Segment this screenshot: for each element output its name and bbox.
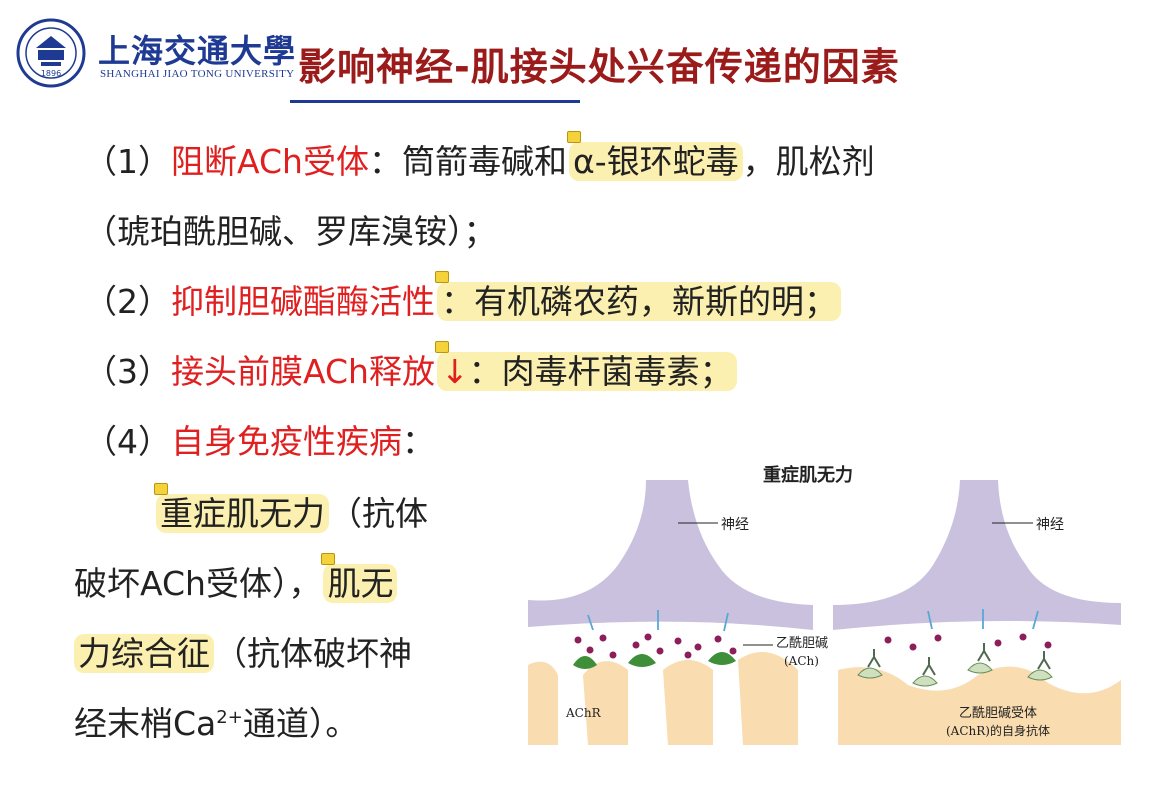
item-1-text-b: ，肌松剂 (742, 142, 875, 181)
item-4-number: （4） (84, 422, 171, 461)
item-4-paren-a: （抗体 (329, 494, 428, 533)
achr-receptors (573, 652, 736, 669)
comment-note-icon[interactable] (435, 271, 449, 283)
seal-year: 1896 (41, 69, 61, 78)
nerve-terminal-left (528, 480, 813, 630)
title-underline (290, 100, 580, 103)
antibody-label-2: (AChR)的自身抗体 (946, 723, 1050, 738)
item-1-colon: ： (368, 142, 402, 181)
item-4-lems-paren-c: 通道）。 (242, 704, 359, 743)
nerve-right-label: 神经 (1036, 517, 1064, 533)
myasthenia-gravis-figure: 重症肌无力 神经 神经 AChR (528, 455, 1121, 745)
item-1-line-2: （琥珀酰胆碱、罗库溴铵）； (84, 212, 497, 251)
item-2-highlight: ：有机磷农药，新斯的明； (437, 282, 841, 321)
lems-highlight-b: 力综合征 (74, 634, 214, 673)
item-1-highlight: α-银环蛇毒 (568, 142, 743, 181)
item-1-number: （1） (84, 142, 171, 181)
comment-note-icon[interactable] (566, 131, 581, 143)
ach-molecules (574, 633, 1052, 659)
item-3-number: （3） (84, 352, 171, 391)
muscle-fold-left-2 (583, 661, 628, 745)
item-4-line-3: 力综合征（抗体破坏神 (74, 627, 412, 675)
item-4-lems-paren-a: （抗体破坏神 (214, 634, 412, 673)
comment-note-icon[interactable] (434, 341, 449, 353)
item-1-label: 阻断ACh受体 (171, 142, 369, 181)
lems-highlight-a: 肌无 (323, 564, 398, 603)
item-4: （4）自身免疫性疾病： (84, 415, 435, 463)
ach-label: 乙酰胆碱 (776, 636, 828, 651)
achr-label: AChR (565, 706, 602, 720)
comment-note-icon[interactable] (154, 483, 168, 495)
myasthenia-gravis-highlight: 重症肌无力 (156, 494, 329, 533)
item-4-colon: ： (402, 422, 435, 461)
muscle-fold-left-4 (738, 652, 798, 745)
muscle-fold-left-3 (663, 660, 713, 745)
item-4-lems-paren-b: 经末梢Ca (74, 704, 217, 743)
item-1-text-a: 筒箭毒碱和 (401, 142, 567, 181)
item-4-paren-b: 破坏ACh受体）， (74, 564, 322, 603)
muscle-fold-left-1 (528, 661, 558, 745)
figure-title: 重症肌无力 (763, 464, 853, 486)
muscle-membrane-right (838, 666, 1121, 745)
item-4-label: 自身免疫性疾病 (171, 422, 402, 461)
university-seal: 1896 (16, 18, 86, 88)
item-3: （3）接头前膜ACh释放↓：肉毒杆菌毒素； (84, 341, 737, 393)
item-3-text: ：肉毒杆菌毒素； (468, 352, 733, 391)
slide-title: 影响神经-肌接头处兴奋传递的因素 (298, 45, 900, 89)
item-4-line-4: 经末梢Ca2+通道）。 (74, 697, 358, 745)
logo-english-name: SHANGHAI JIAO TONG UNIVERSITY (100, 68, 295, 80)
nerve-terminal-right (833, 480, 1121, 630)
university-logo: 1896 上海交通大學 SHANGHAI JIAO TONG UNIVERSIT… (16, 18, 295, 88)
item-2-label: 抑制胆碱酯酶活性 (171, 282, 435, 321)
item-4-line-1: 重症肌无力（抗体 (154, 483, 428, 535)
release-arrows (587, 609, 1039, 632)
calcium-charge: 2+ (216, 707, 243, 728)
nerve-left-label: 神经 (721, 517, 749, 533)
antibody-label-1: 乙酰胆碱受体 (959, 706, 1037, 721)
item-2-number: （2） (84, 282, 171, 321)
item-4-line-2: 破坏ACh受体），肌无 (74, 553, 398, 605)
item-3-label: 接头前膜ACh释放 (171, 352, 435, 391)
logo-chinese-name: 上海交通大學 (98, 32, 297, 70)
comment-note-icon[interactable] (321, 553, 336, 565)
antibodies (867, 643, 1051, 676)
ach-abbr-label: (ACh) (784, 654, 819, 668)
down-arrow-icon: ↓ (440, 352, 469, 391)
damaged-receptors (857, 662, 1053, 687)
item-2: （2）抑制胆碱酯酶活性：有机磷农药，新斯的明； (84, 271, 841, 323)
